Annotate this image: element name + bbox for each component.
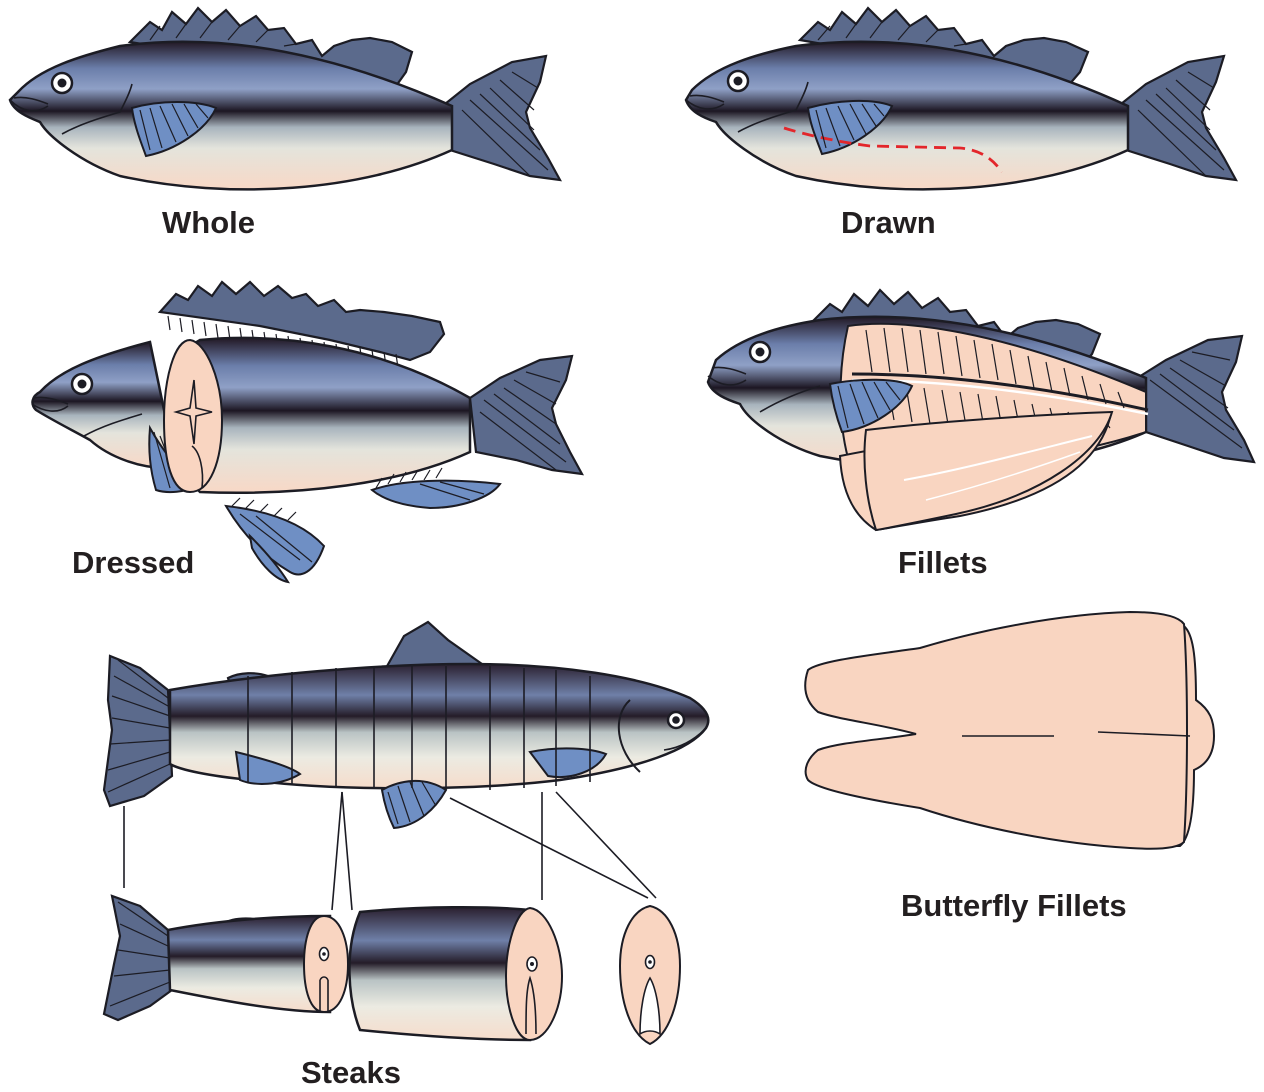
label-fillets: Fillets — [898, 547, 988, 578]
label-butterfly-fillets: Butterfly Fillets — [901, 890, 1127, 921]
drawn-fish-icon — [686, 8, 1236, 189]
label-drawn: Drawn — [841, 207, 936, 238]
filleted-fish-icon — [708, 290, 1254, 530]
label-dressed: Dressed — [72, 547, 194, 578]
steaked-fish-icon — [104, 622, 708, 1044]
whole-fish-icon — [10, 8, 560, 189]
label-whole: Whole — [162, 207, 255, 238]
dressed-fish-icon — [32, 282, 582, 582]
label-steaks: Steaks — [301, 1057, 401, 1088]
butterfly-fillet-icon — [805, 612, 1214, 849]
